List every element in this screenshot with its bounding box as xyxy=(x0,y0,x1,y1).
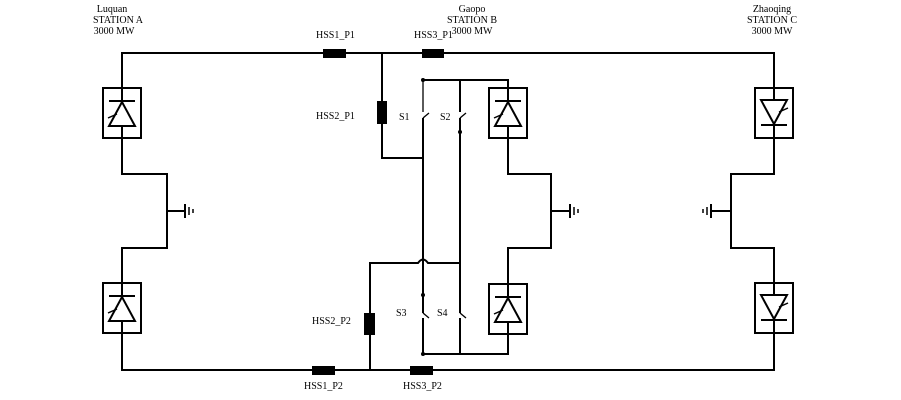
switch-s2[interactable] xyxy=(459,80,467,263)
station-a-label: Luquan STATION A 3000 MW xyxy=(93,4,144,37)
s1-label: S1 xyxy=(399,112,410,123)
hss1-p2-label: HSS1_P2 xyxy=(304,381,343,392)
ground-icon xyxy=(569,203,579,219)
station-b xyxy=(423,79,579,355)
ground-icon xyxy=(184,203,194,219)
station-c-label: Zhaoqing STATION C 3000 MW xyxy=(747,4,797,37)
switch-s3[interactable] xyxy=(422,295,430,354)
station-b-name: Gaopo xyxy=(459,4,486,15)
junction-dot xyxy=(458,130,462,134)
station-b-title: STATION B xyxy=(447,15,497,26)
junction-dot xyxy=(421,352,425,356)
converter-valve-icon xyxy=(488,87,528,139)
junction-dot xyxy=(421,293,425,297)
s2-label: S2 xyxy=(440,112,451,123)
converter-valve-icon xyxy=(754,87,794,139)
hss2-p1-branch xyxy=(381,53,423,159)
hss2-p1-breaker[interactable] xyxy=(377,101,387,124)
converter-valve-icon xyxy=(102,282,142,334)
station-c xyxy=(702,53,794,370)
station-a-name: Luquan xyxy=(97,4,128,15)
hss2-p1-label: HSS2_P1 xyxy=(316,111,355,122)
ground-icon xyxy=(702,203,712,219)
junction-dot xyxy=(421,78,425,82)
station-c-name: Zhaoqing xyxy=(753,4,791,15)
station-c-title: STATION C xyxy=(747,15,797,26)
hss2-p2-breaker[interactable] xyxy=(364,313,375,335)
station-a-power: 3000 MW xyxy=(94,26,135,37)
hss3-p1-breaker[interactable] xyxy=(422,49,444,58)
station-a xyxy=(102,53,194,370)
s4-label: S4 xyxy=(437,308,448,319)
station-a-title: STATION A xyxy=(93,15,144,26)
station-b-label: Gaopo STATION B 3000 MW xyxy=(447,4,497,37)
hss3-p2-breaker[interactable] xyxy=(410,366,433,375)
converter-valve-icon xyxy=(102,87,142,139)
hss1-p1-label: HSS1_P1 xyxy=(316,30,355,41)
station-c-power: 3000 MW xyxy=(752,26,793,37)
switch-s1[interactable] xyxy=(422,80,430,295)
converter-valve-icon xyxy=(488,283,528,335)
hss1-p1-breaker[interactable] xyxy=(323,49,346,58)
hss1-p2-breaker[interactable] xyxy=(312,366,335,375)
station-b-power: 3000 MW xyxy=(452,26,493,37)
hss3-p2-label: HSS3_P2 xyxy=(403,381,442,392)
s3-label: S3 xyxy=(396,308,407,319)
converter-valve-icon xyxy=(754,282,794,334)
switch-s4[interactable] xyxy=(459,263,467,354)
hss3-p1-label: HSS3_P1 xyxy=(414,30,453,41)
hss2-p2-label: HSS2_P2 xyxy=(312,316,351,327)
